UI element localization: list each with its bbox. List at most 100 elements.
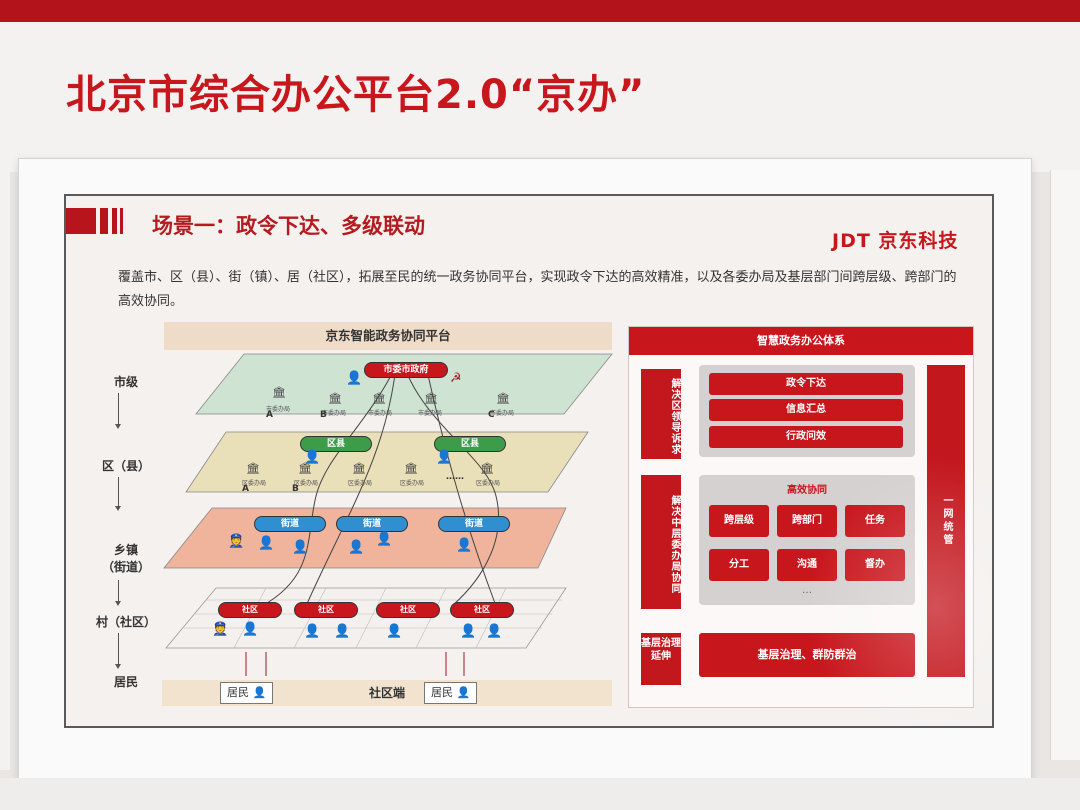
officer-icon: 👮 bbox=[228, 534, 245, 549]
collab-task: 任务 bbox=[845, 505, 905, 537]
bureau-label: 市委办局 bbox=[418, 410, 443, 417]
item-info-summary: 信息汇总 bbox=[709, 399, 903, 421]
official-icon: 👤 bbox=[456, 538, 473, 553]
street-node: 街道 bbox=[336, 516, 408, 532]
branch-label-b: B bbox=[320, 410, 327, 420]
collab-communication: 沟通 bbox=[777, 549, 837, 581]
tag-grassroots: 基层治理延伸 bbox=[641, 633, 681, 685]
scene-title: 场景一：政令下达、多级联动 bbox=[152, 214, 425, 238]
resident-box: 居民 👤 bbox=[424, 682, 478, 704]
adjacent-frame bbox=[1050, 170, 1080, 760]
resident-box: 居民 👤 bbox=[220, 682, 274, 704]
street-node: 街道 bbox=[438, 516, 510, 532]
collab-supervision: 督办 bbox=[845, 549, 905, 581]
collab-more: … bbox=[802, 585, 812, 596]
collab-group bbox=[699, 475, 915, 605]
district-node: 区县 bbox=[434, 436, 506, 452]
level-community: 村（社区） bbox=[96, 615, 157, 629]
district-bureau-icon: 🏛 bbox=[246, 462, 260, 475]
official-icon: 👤 bbox=[346, 371, 363, 386]
brand-logo: JDT 京东科技 bbox=[832, 230, 959, 252]
worker-icon: 👤 bbox=[292, 540, 309, 555]
bureau-label: 市委办局 bbox=[490, 410, 515, 417]
office-system-panel: 智慧政务办公体系 解决区领导诉求 政令下达 信息汇总 行政问效 解决中层委办局协… bbox=[628, 326, 974, 708]
worker-icon: 👤 bbox=[348, 540, 365, 555]
city-plane bbox=[195, 353, 613, 415]
bureau-label: 区委办局 bbox=[400, 480, 425, 487]
bureau-label: 区委办局 bbox=[476, 480, 501, 487]
resident-label: 居民 bbox=[431, 686, 453, 699]
worker-icon: 👤 bbox=[386, 624, 403, 639]
city-bureau-icon: 🏛 bbox=[424, 392, 438, 405]
resident-arrows bbox=[245, 652, 465, 676]
party-icon: ☭ bbox=[450, 371, 462, 386]
worker-icon: 👤 bbox=[304, 624, 321, 639]
branch-label-a: A bbox=[266, 410, 273, 420]
left-frame-edge bbox=[0, 150, 10, 770]
panel-title: 智慧政务办公体系 bbox=[629, 327, 973, 355]
city-bureau-icon: 🏛 bbox=[372, 392, 386, 405]
community-node: 社区 bbox=[450, 602, 514, 618]
collab-title: 高效协同 bbox=[787, 485, 827, 496]
worker-icon: 👤 bbox=[242, 622, 259, 637]
community-node: 社区 bbox=[218, 602, 282, 618]
bureau-label: 区委办局 bbox=[294, 480, 319, 487]
level-arrow bbox=[115, 477, 121, 511]
worker-icon: 👤 bbox=[486, 624, 503, 639]
collab-cross-dept: 跨部门 bbox=[777, 505, 837, 537]
district-node: 区县 bbox=[300, 436, 372, 452]
level-arrow bbox=[115, 393, 121, 429]
item-grassroots: 基层治理、群防群治 bbox=[699, 633, 915, 677]
community-node: 社区 bbox=[294, 602, 358, 618]
city-bureau-icon: 🏛 bbox=[272, 386, 286, 399]
branch-label-c: C bbox=[488, 410, 495, 420]
worker-icon: 👤 bbox=[460, 624, 477, 639]
district-bureau-icon: 🏛 bbox=[298, 462, 312, 475]
wall-panel bbox=[0, 22, 1080, 172]
official-icon: 👤 bbox=[258, 536, 275, 551]
level-arrow bbox=[115, 633, 121, 669]
worker-icon: 👤 bbox=[334, 624, 351, 639]
level-city: 市级 bbox=[113, 375, 138, 389]
branch-label-a: A bbox=[242, 484, 249, 494]
bureau-label: 市委办局 bbox=[322, 410, 347, 417]
district-bureau-icon: 🏛 bbox=[352, 462, 366, 475]
collab-cross-level: 跨层级 bbox=[709, 505, 769, 537]
wall-title: 北京市综合办公平台2.0“京办” bbox=[66, 72, 646, 118]
street-node: 街道 bbox=[254, 516, 326, 532]
connection-curves bbox=[261, 365, 500, 607]
branch-label-b: B bbox=[292, 484, 299, 494]
district-bureau-icon: 🏛 bbox=[404, 462, 418, 475]
level-resident: 居民 bbox=[113, 675, 138, 689]
level-arrow bbox=[115, 580, 121, 606]
user-icon: 👤 bbox=[456, 686, 471, 699]
item-decree: 政令下达 bbox=[709, 373, 903, 395]
intro-text: 覆盖市、区（县）、街（镇）、居（社区），拓展至民的统一政务协同平台，实现政令下达… bbox=[118, 270, 957, 309]
tag-mid-collab: 解决中层委办局协同 bbox=[641, 475, 681, 609]
city-bureau-icon: 🏛 bbox=[496, 392, 510, 405]
resident-label: 居民 bbox=[227, 686, 249, 699]
community-plane bbox=[165, 587, 567, 649]
worker-icon: 👤 bbox=[376, 532, 393, 547]
ellipsis: …… bbox=[446, 472, 464, 482]
city-bureau-icon: 🏛 bbox=[328, 392, 342, 405]
bureau-label: 市委办局 bbox=[266, 406, 291, 413]
slide-logo-mark bbox=[66, 208, 126, 234]
platform-title: 京东智能政务协同平台 bbox=[164, 322, 612, 350]
community-node: 社区 bbox=[376, 602, 440, 618]
floor bbox=[0, 778, 1080, 810]
tag-unified-management: 一网统管 bbox=[927, 365, 965, 677]
officer-icon: 👮 bbox=[212, 622, 229, 637]
red-top-strip bbox=[0, 0, 1080, 26]
item-admin-review: 行政问效 bbox=[709, 426, 903, 448]
tag-leader-needs: 解决区领导诉求 bbox=[641, 369, 681, 459]
bureau-label: 市委办局 bbox=[368, 410, 393, 417]
display-screen: 场景一：政令下达、多级联动 JDT 京东科技 覆盖市、区（县）、街（镇）、居（社… bbox=[64, 194, 994, 728]
district-bureau-icon: 🏛 bbox=[480, 462, 494, 475]
level-street: 乡镇 （街道） bbox=[101, 543, 150, 574]
level-district: 区（县） bbox=[101, 459, 150, 473]
bureau-label: 区委办局 bbox=[242, 480, 267, 487]
collab-division: 分工 bbox=[709, 549, 769, 581]
user-icon: 👤 bbox=[252, 686, 267, 699]
bureau-label: 区委办局 bbox=[348, 480, 373, 487]
